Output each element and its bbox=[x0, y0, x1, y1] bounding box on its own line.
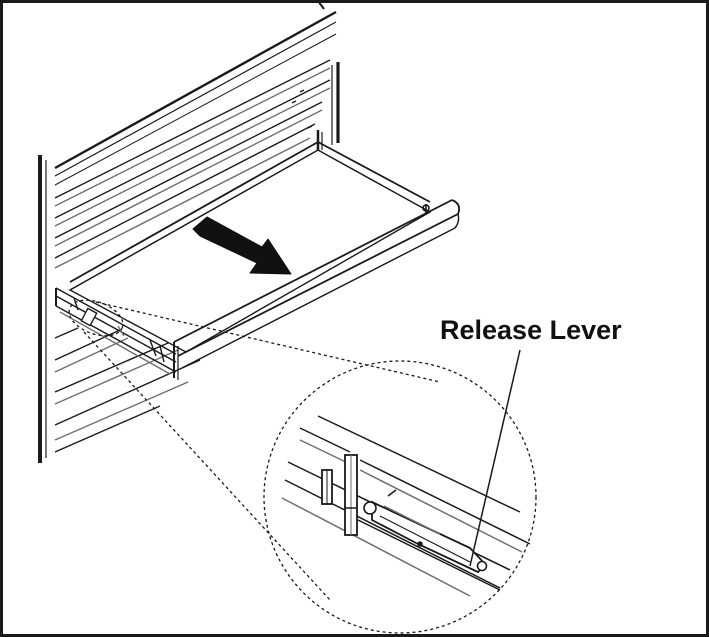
magnified-inset bbox=[281, 415, 531, 597]
rack-wall bbox=[38, 10, 340, 463]
top-border-notch bbox=[317, 0, 325, 10]
rail bbox=[55, 287, 177, 375]
callout-leader-line bbox=[469, 349, 521, 567]
release-lever-label: Release Lever bbox=[440, 315, 622, 345]
zoom-guide-lines bbox=[68, 299, 537, 634]
release-lever-callout: Release Lever bbox=[440, 315, 622, 567]
pull-direction-arrow bbox=[192, 216, 292, 275]
